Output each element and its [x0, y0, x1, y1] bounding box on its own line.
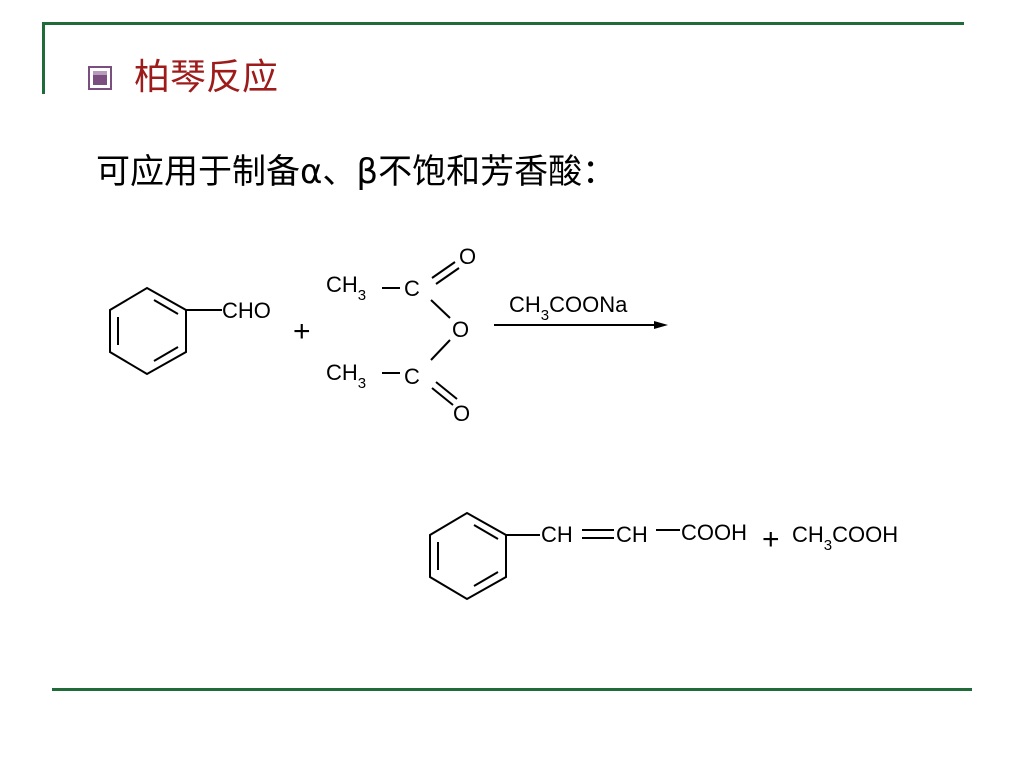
frame-top-line [42, 22, 964, 25]
bond-c-o-bridge-top [430, 299, 451, 319]
catalyst-label: CH3COONa [509, 292, 628, 324]
bond-o-bridge-c-bottom [430, 339, 451, 361]
product-ch-2: CH [616, 522, 648, 547]
acetic-acid-subscript: 3 [824, 537, 832, 554]
ch3-top-text: CH [326, 272, 358, 297]
slide-title: 柏琴反应 [134, 57, 279, 98]
carbonyl-o-bottom: O [453, 401, 470, 426]
frame-left-line [42, 22, 45, 94]
ring-double-bond [473, 571, 499, 587]
acetic-acid-cooh: COOH [832, 522, 898, 547]
ch3-bottom-subscript: 3 [358, 375, 366, 392]
bridge-oxygen: O [452, 317, 469, 342]
double-bond-co-bottom [431, 387, 454, 406]
double-bond-co-top [435, 267, 460, 285]
carbonyl-o-top: O [459, 244, 476, 269]
product-ch-1: CH [541, 522, 573, 547]
acetic-acid-ch: CH [792, 522, 824, 547]
ch3-bottom-text: CH [326, 360, 358, 385]
slide-subtitle: 可应用于制备α、β不饱和芳香酸： [96, 152, 617, 192]
benzene-ring-product [429, 511, 507, 601]
ch3-bottom-label: CH3 [326, 360, 366, 392]
ring-double-bond [473, 524, 499, 540]
aldehyde-label: CHO [222, 298, 271, 323]
double-bond-co-bottom [435, 381, 458, 400]
acetic-acid-label: CH3COOH [792, 522, 898, 554]
catalyst-ch: CH [509, 292, 541, 317]
bullet-square-icon [88, 66, 112, 90]
frame-bottom-line [52, 688, 972, 691]
ch3-top-subscript: 3 [358, 287, 366, 304]
catalyst-coona: COONa [549, 292, 628, 317]
plus-sign-reactants: + [293, 315, 311, 348]
ring-double-bond [153, 299, 179, 315]
ch3-top-label: CH3 [326, 272, 366, 304]
plus-sign-products: + [762, 523, 780, 556]
carbonyl-c-top: C [404, 276, 420, 301]
double-bond-co-top [431, 261, 456, 279]
carbonyl-c-bottom: C [404, 364, 420, 389]
reaction-arrow-head [654, 321, 668, 329]
product-cooh: COOH [681, 520, 747, 545]
ring-double-bond [153, 346, 179, 362]
benzene-ring-reactant [109, 286, 187, 376]
catalyst-subscript: 3 [541, 307, 549, 324]
